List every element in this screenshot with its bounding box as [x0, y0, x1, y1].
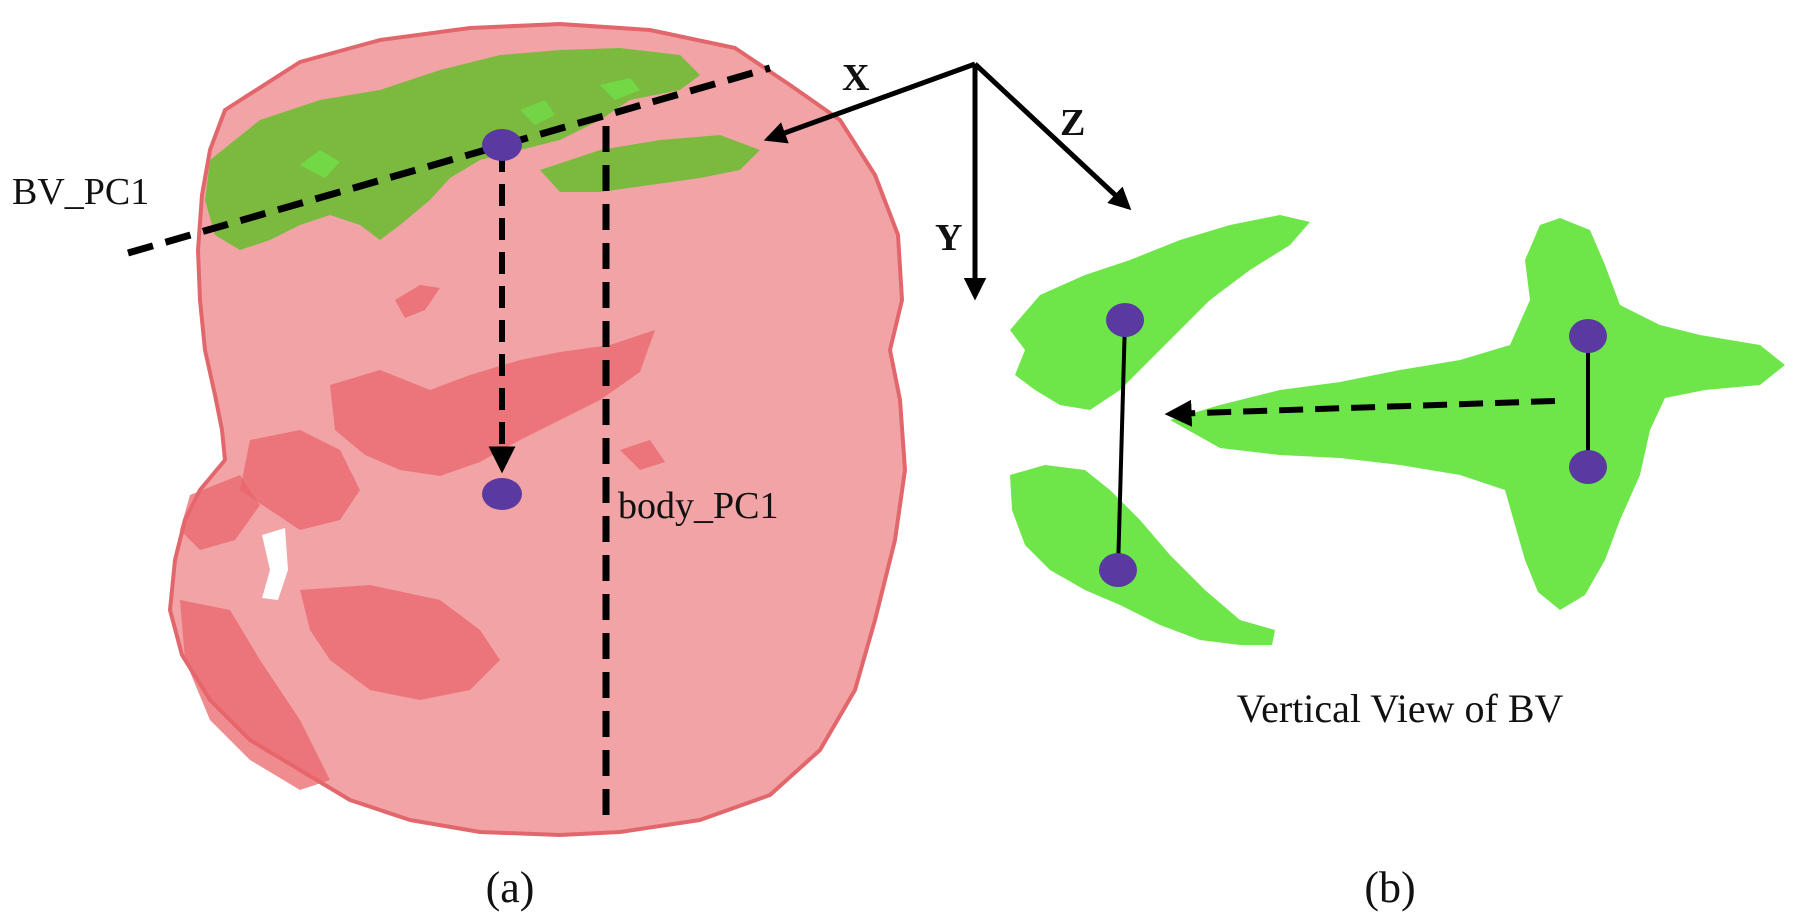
right-lower-point: [1569, 450, 1607, 484]
bv-center-point: [482, 129, 522, 161]
x-axis-arrow: [763, 61, 976, 144]
x-axis-label: X: [842, 57, 869, 99]
panel-b: Vertical View of BV (b): [1010, 215, 1785, 912]
vertical-view-label: Vertical View of BV: [1237, 686, 1564, 731]
bv-patch-right: [540, 135, 760, 192]
left-upper-point: [1106, 303, 1144, 337]
coordinate-axes: X Y Z: [763, 57, 1132, 301]
left-lower-point: [1099, 553, 1137, 587]
bv-region: [205, 48, 760, 250]
panel-a: BV_PC1 body_PC1 (a): [12, 22, 907, 912]
view-arrow: [1164, 398, 1556, 427]
bv-pc1-label: BV_PC1: [12, 171, 149, 213]
projected-point: [482, 478, 522, 510]
body-inner-patches: [180, 285, 665, 790]
body-pc1-label: body_PC1: [618, 485, 778, 527]
body-notch: [262, 528, 288, 600]
right-upper-point: [1569, 319, 1607, 353]
bv-patch-main: [205, 48, 700, 250]
z-axis-arrow: [973, 62, 1132, 211]
bv-pc1-line: [127, 64, 771, 257]
bv-branch-upper: [1010, 215, 1310, 410]
y-axis-label: Y: [935, 217, 962, 259]
panel-a-label: (a): [486, 863, 535, 912]
bv-branch-lower: [1010, 465, 1275, 645]
left-pair-line: [1116, 319, 1127, 571]
z-axis-label: Z: [1060, 102, 1085, 144]
panel-b-label: (b): [1364, 863, 1415, 912]
bv-branch-right: [1170, 218, 1785, 610]
